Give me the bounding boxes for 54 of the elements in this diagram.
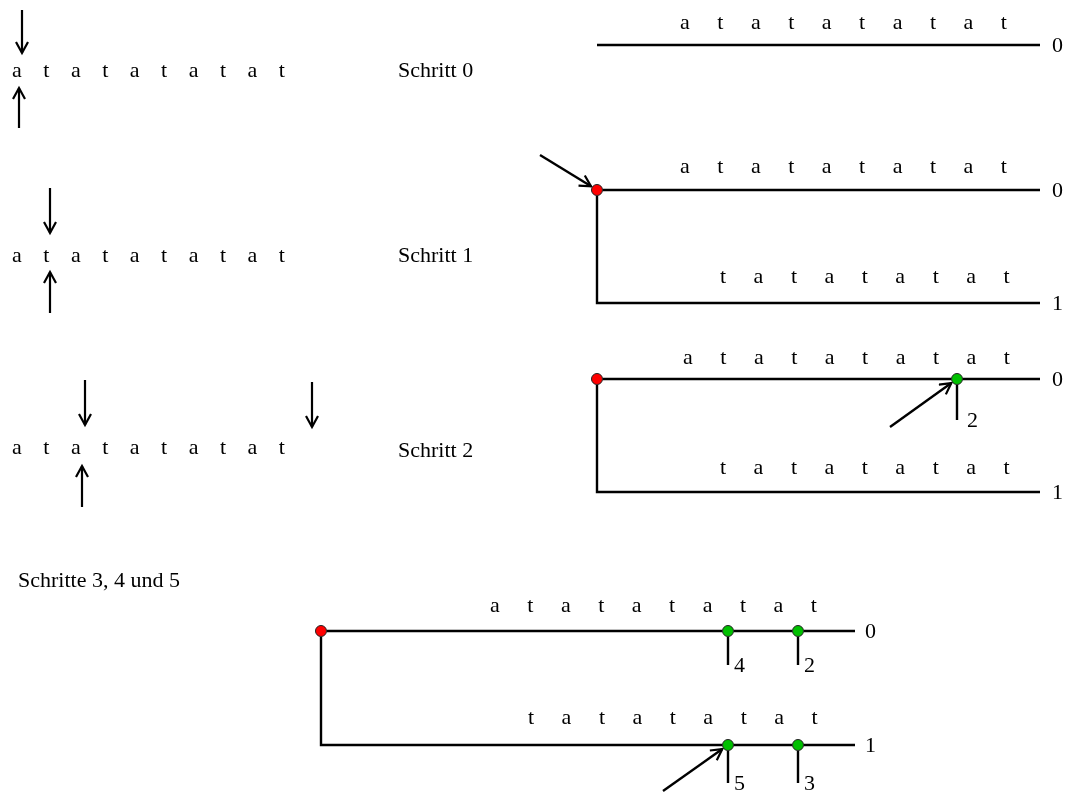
tree-node-dot xyxy=(315,625,327,637)
step-heading: Schritt 0 xyxy=(398,57,474,83)
sequence-text: a t a t a t a t a t xyxy=(680,153,1007,179)
leaf-number: 0 xyxy=(1040,33,1068,57)
sequence-text: a t a t a t a t a t xyxy=(12,434,285,460)
pointer-arrow xyxy=(662,747,724,792)
leaf-number: 4 xyxy=(728,653,750,677)
tree-edge xyxy=(804,743,855,747)
tree-edge xyxy=(595,196,1040,305)
tree-edge xyxy=(726,637,730,667)
pointer-arrow xyxy=(539,153,593,188)
tree-edge xyxy=(796,751,800,785)
tree-node-dot xyxy=(951,373,963,385)
sequence-text: a t a t a t a t a t xyxy=(683,344,1010,370)
tree-node-dot xyxy=(792,739,804,751)
tree-edge xyxy=(955,385,959,422)
tree-edge xyxy=(327,629,722,633)
tree-edge xyxy=(595,385,1040,494)
leaf-number: 3 xyxy=(798,771,820,795)
tree-edge xyxy=(963,377,1040,381)
sequence-text: a t a t a t a t a t xyxy=(12,57,285,83)
sequence-text: t a t a t a t a t xyxy=(528,704,818,730)
tree-edge xyxy=(804,629,855,633)
tree-edge xyxy=(734,629,792,633)
tree-node-dot xyxy=(591,184,603,196)
sequence-text: a t a t a t a t a t xyxy=(490,592,817,618)
tree-edge xyxy=(319,637,722,747)
sequence-text: t a t a t a t a t xyxy=(720,454,1010,480)
leaf-number: 0 xyxy=(855,619,881,643)
leaf-number: 2 xyxy=(957,408,983,432)
tree-edge xyxy=(726,751,730,785)
leaf-number: 1 xyxy=(855,733,881,757)
tree-node-dot xyxy=(792,625,804,637)
tree-edge xyxy=(603,188,1040,192)
pointer-arrow xyxy=(889,382,953,428)
tree-node-dot xyxy=(722,739,734,751)
tree-edge xyxy=(796,637,800,667)
sequence-text: t a t a t a t a t xyxy=(720,263,1010,289)
tree-edge xyxy=(734,743,792,747)
leaf-number: 2 xyxy=(798,653,820,677)
step-heading: Schritte 3, 4 und 5 xyxy=(18,567,180,593)
sequence-text: a t a t a t a t a t xyxy=(12,242,285,268)
leaf-number: 0 xyxy=(1040,367,1068,391)
tree-node-dot xyxy=(722,625,734,637)
tree-node-dot xyxy=(591,373,603,385)
leaf-number: 5 xyxy=(728,771,750,795)
leaf-number: 1 xyxy=(1040,480,1068,504)
sequence-text: a t a t a t a t a t xyxy=(680,9,1007,35)
leaf-number: 1 xyxy=(1040,291,1068,315)
step-heading: Schritt 1 xyxy=(398,242,474,268)
tree-edge xyxy=(597,43,1040,47)
tree-edge xyxy=(603,377,951,381)
leaf-number: 0 xyxy=(1040,178,1068,202)
step-heading: Schritt 2 xyxy=(398,437,474,463)
